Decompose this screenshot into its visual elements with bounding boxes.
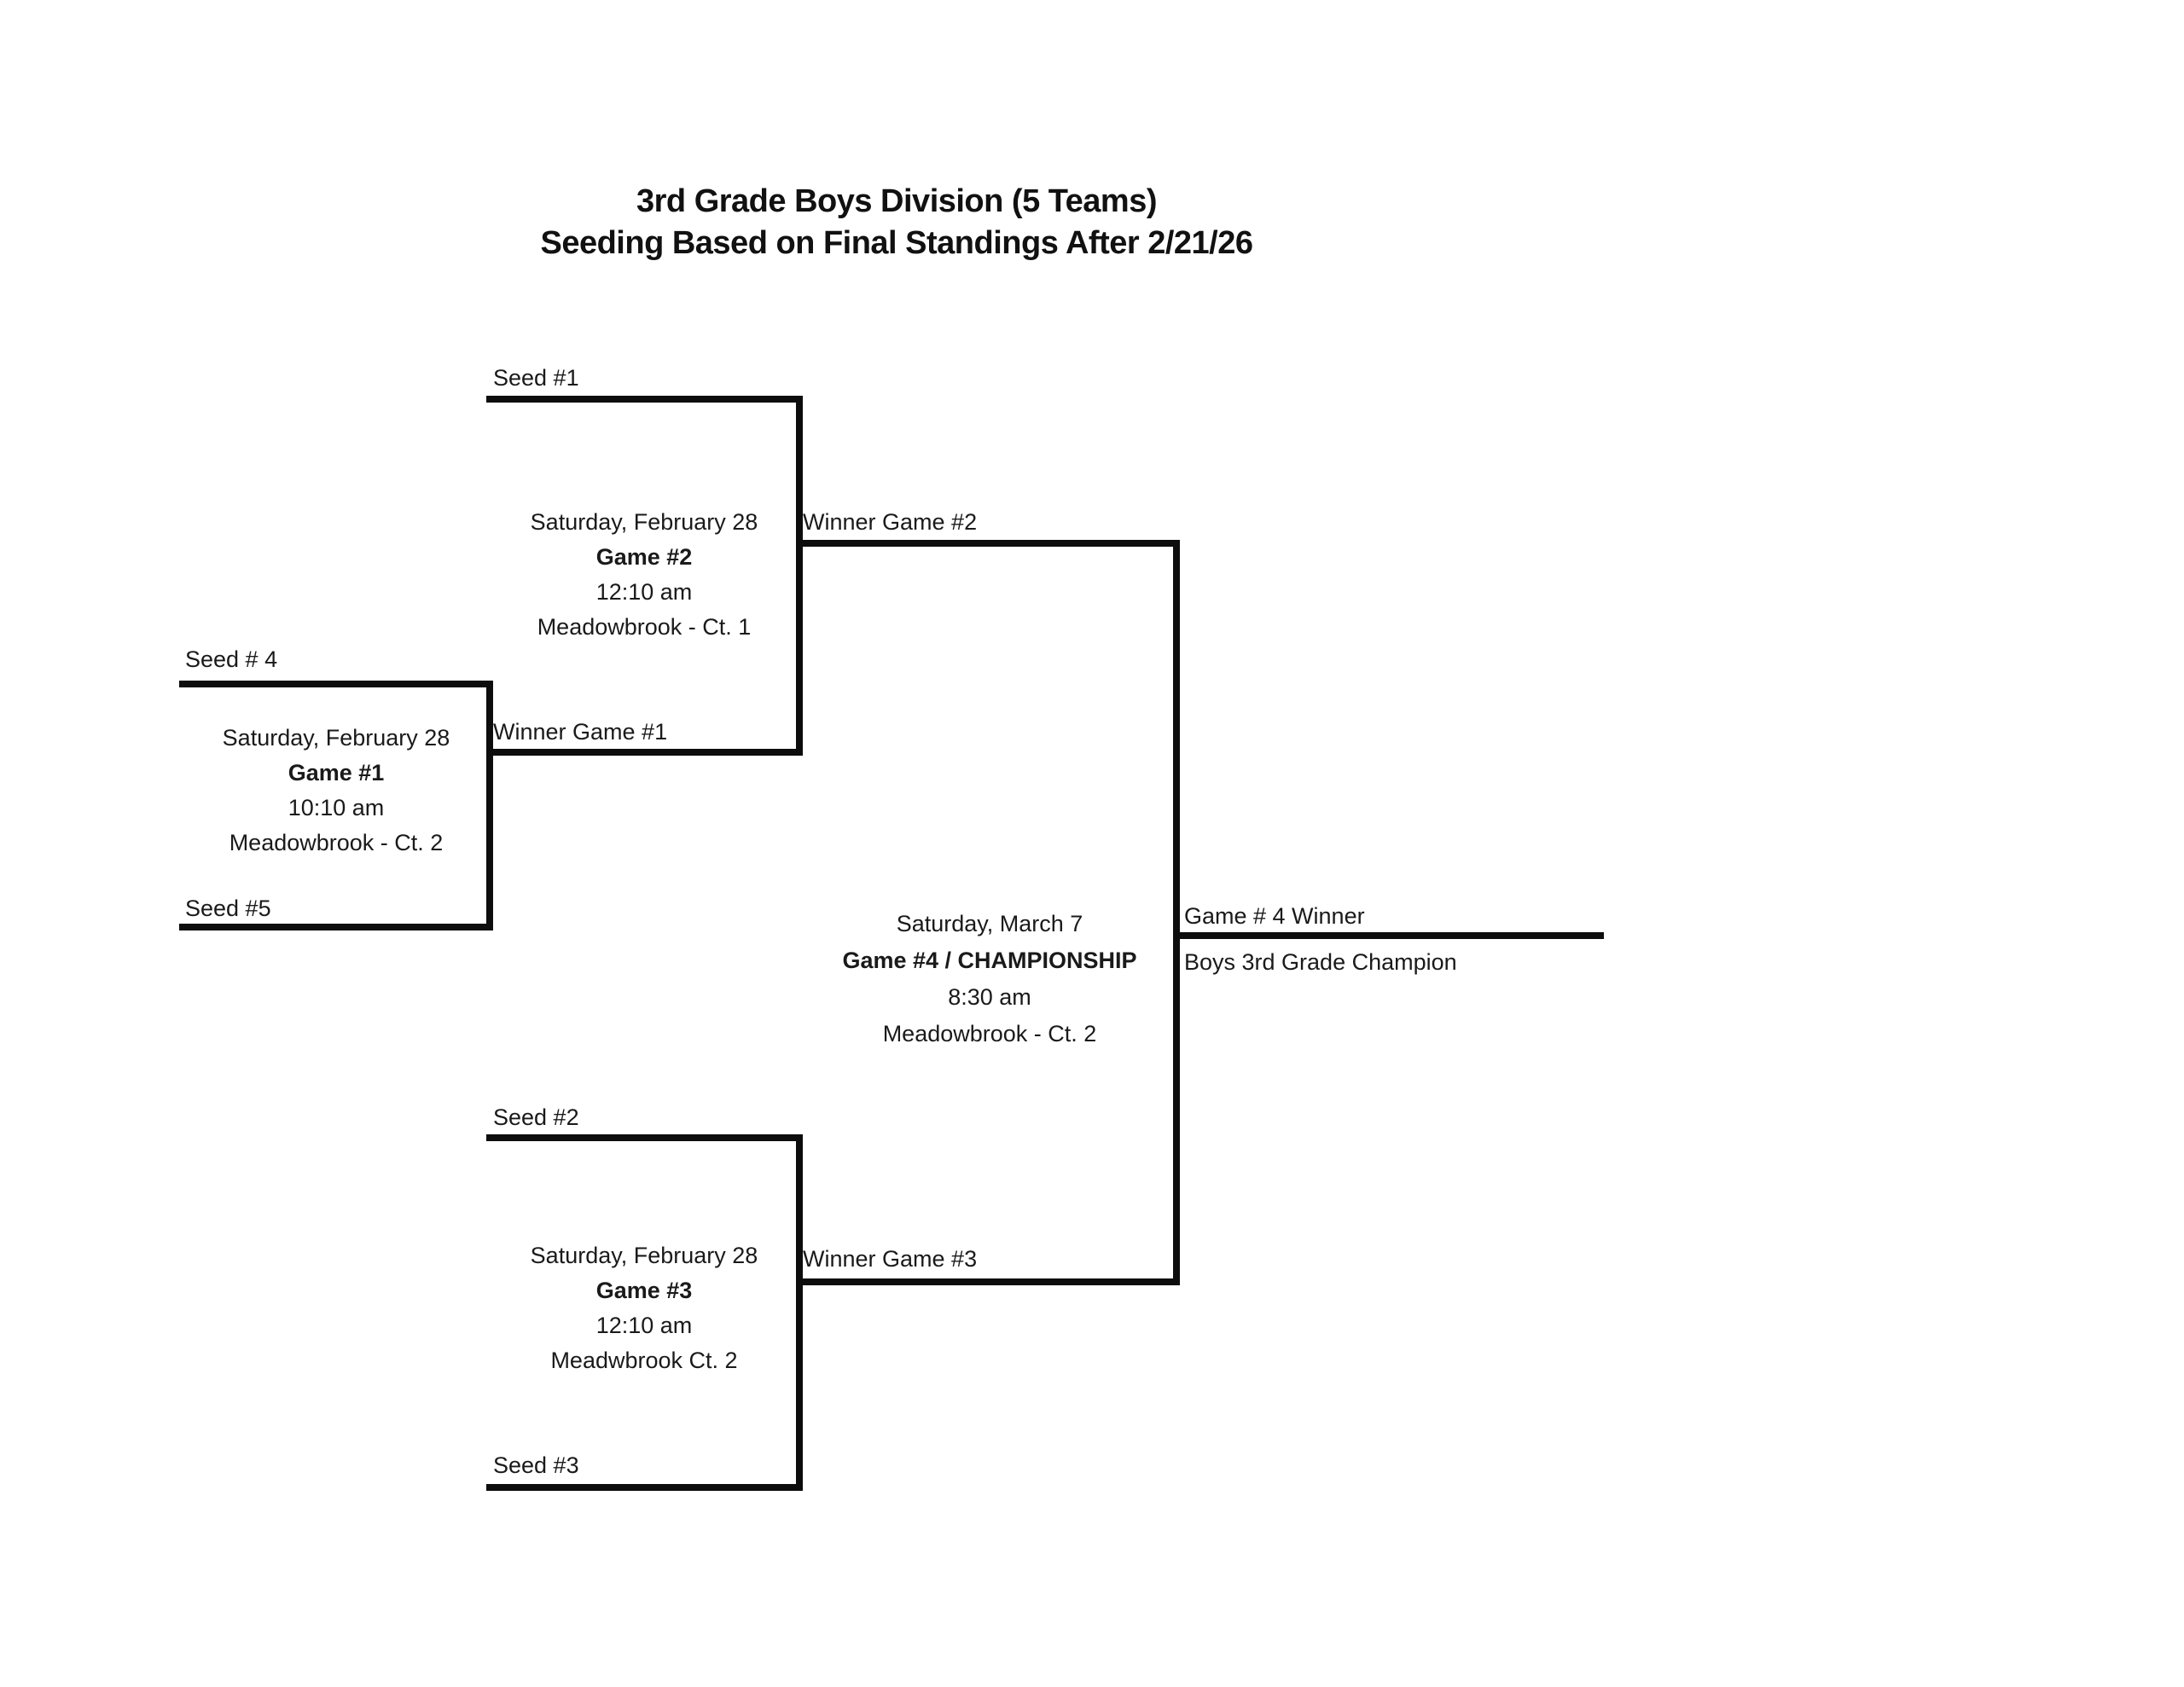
championship-vertical-line <box>1173 540 1180 1285</box>
winner-game3-label: Winner Game #3 <box>803 1246 978 1272</box>
game1-info: Saturday, February 28 Game #1 10:10 am M… <box>148 721 524 861</box>
winner-game2-label: Winner Game #2 <box>803 509 978 535</box>
game3-location: Meadwbrook Ct. 2 <box>550 1348 738 1373</box>
game4-time: 8:30 am <box>948 984 1031 1010</box>
game4-info: Saturday, March 7 Game #4 / CHAMPIONSHIP… <box>802 906 1177 1052</box>
game3-time: 12:10 am <box>595 1313 693 1338</box>
game1-seed-bottom-label: Seed #5 <box>185 896 271 921</box>
winner-game3-line <box>796 1278 1180 1285</box>
game1-top-line <box>179 681 493 687</box>
game4-date: Saturday, March 7 <box>896 911 1083 936</box>
game3-date: Saturday, February 28 <box>530 1243 758 1268</box>
game4-location: Meadowbrook - Ct. 2 <box>882 1021 1097 1046</box>
game1-right-line <box>486 681 493 930</box>
page-title-line2: Seeding Based on Final Standings After 2… <box>540 225 1253 261</box>
game3-bottom-line <box>486 1484 803 1491</box>
game2-feeder-label: Winner Game #1 <box>493 719 668 745</box>
game2-info: Saturday, February 28 Game #2 12:10 am M… <box>456 505 832 645</box>
page-title-line1: 3rd Grade Boys Division (5 Teams) <box>636 183 1158 219</box>
game3-seed-bottom-label: Seed #3 <box>493 1452 579 1478</box>
game2-seed-top-label: Seed #1 <box>493 365 579 391</box>
game2-date: Saturday, February 28 <box>530 509 758 535</box>
game2-right-line <box>796 396 803 756</box>
game3-info: Saturday, February 28 Game #3 12:10 am M… <box>456 1238 832 1378</box>
game2-location: Meadowbrook - Ct. 1 <box>537 614 752 640</box>
game1-date: Saturday, February 28 <box>222 725 450 751</box>
game1-seed-top-label: Seed # 4 <box>185 646 278 672</box>
game1-location: Meadowbrook - Ct. 2 <box>229 830 444 855</box>
page-title: 3rd Grade Boys Division (5 Teams) Seedin… <box>540 181 1253 264</box>
champion-line <box>1173 932 1604 939</box>
game4-winner-label: Game # 4 Winner <box>1184 903 1365 929</box>
game2-time: 12:10 am <box>595 579 693 605</box>
game1-bottom-line <box>179 924 493 930</box>
game1-name: Game #1 <box>288 760 385 786</box>
game2-name: Game #2 <box>595 544 693 570</box>
champion-label: Boys 3rd Grade Champion <box>1184 949 1457 975</box>
game3-top-line <box>486 1134 803 1141</box>
game2-bottom-line <box>486 749 803 756</box>
game3-seed-top-label: Seed #2 <box>493 1104 579 1130</box>
game4-name: Game #4 / CHAMPIONSHIP <box>842 948 1137 973</box>
game2-top-line <box>486 396 803 403</box>
winner-game2-line <box>796 540 1180 547</box>
game1-time: 10:10 am <box>288 795 385 820</box>
game3-right-line <box>796 1134 803 1491</box>
game3-name: Game #3 <box>595 1278 693 1303</box>
